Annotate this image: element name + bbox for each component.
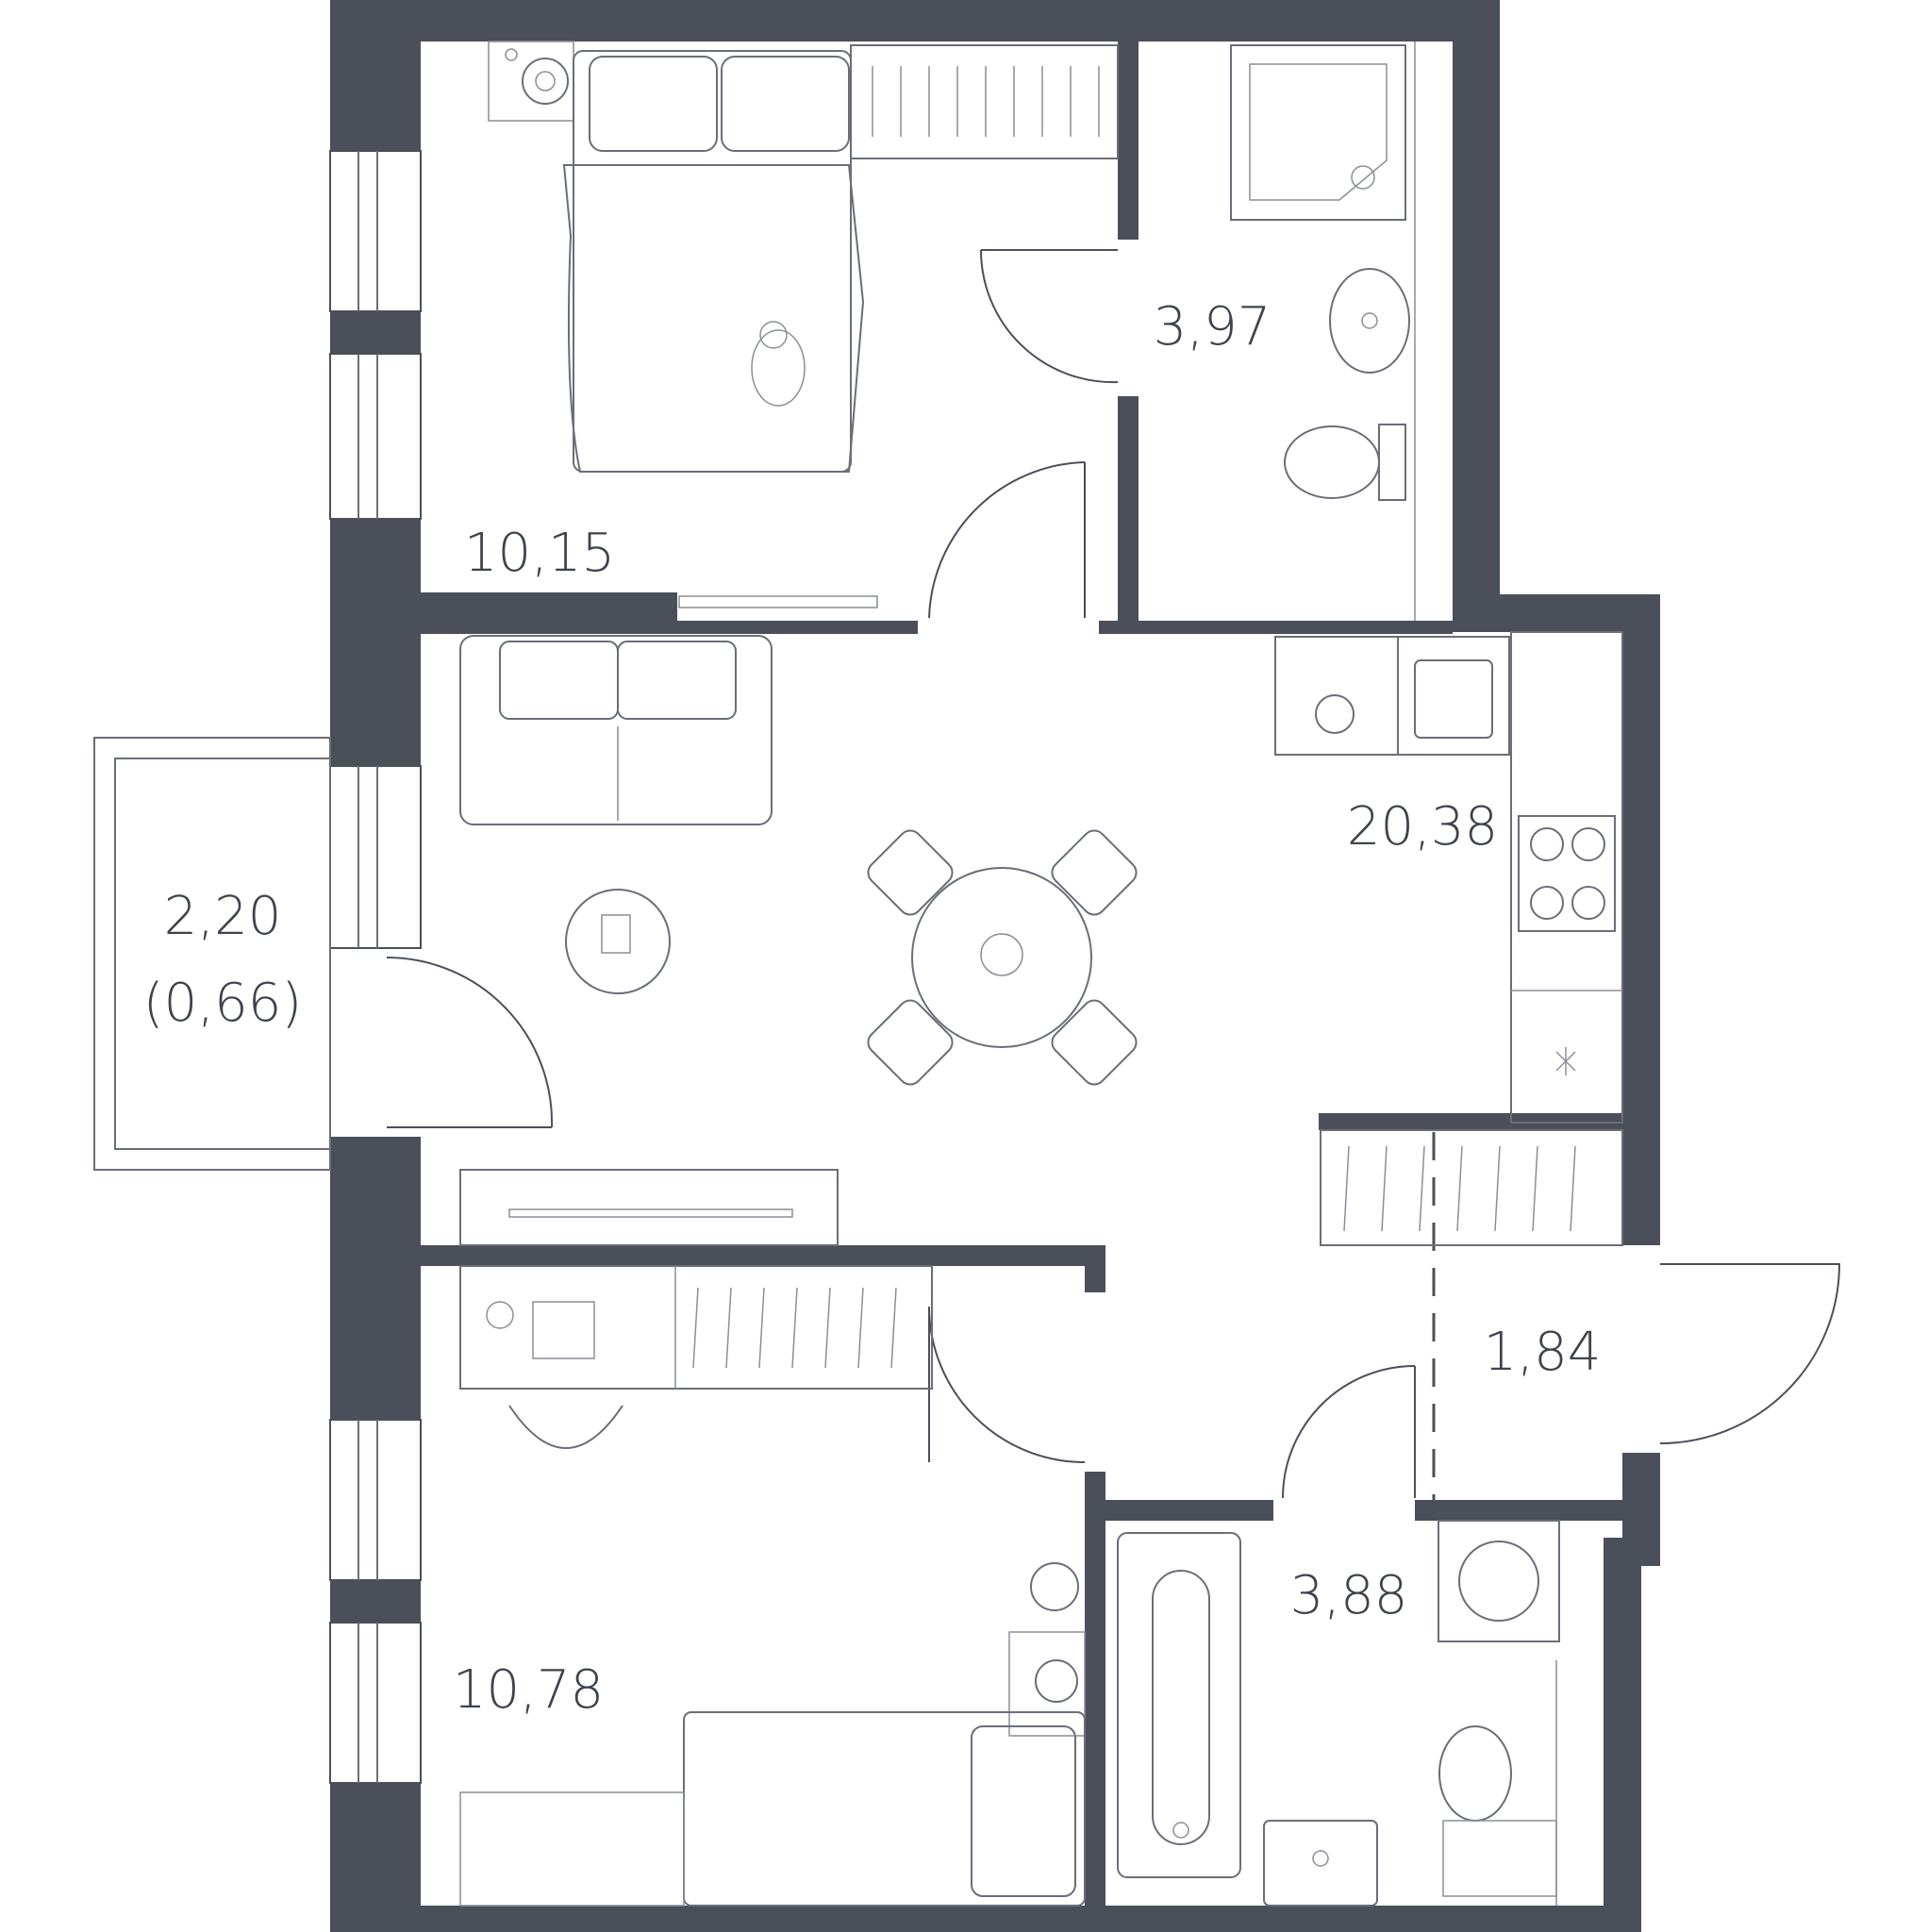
sink-icon bbox=[1329, 268, 1410, 374]
chair-icon bbox=[867, 999, 954, 1086]
bed-icon bbox=[683, 1711, 1086, 1907]
chair-icon bbox=[508, 1405, 623, 1449]
windows bbox=[329, 150, 422, 1784]
bedroom-top-area: 10,15 bbox=[464, 523, 615, 584]
bathroom-top-area: 3,97 bbox=[1154, 296, 1271, 358]
laptop-icon bbox=[532, 1301, 595, 1359]
balcony-area: 2,20 bbox=[164, 886, 282, 947]
sink-icon bbox=[1414, 659, 1493, 739]
stove-icon bbox=[1518, 815, 1616, 932]
fridge-icon bbox=[1555, 1047, 1576, 1075]
hallway-area: 1,84 bbox=[1484, 1322, 1602, 1383]
coffee-table-icon bbox=[565, 889, 671, 994]
bathroom-top-furniture bbox=[1230, 42, 1416, 621]
washing-machine-icon bbox=[1438, 1520, 1560, 1642]
bathtub-icon bbox=[1117, 1532, 1241, 1878]
bedroom-top-furniture bbox=[488, 41, 1119, 608]
lamp-icon bbox=[522, 58, 569, 105]
lamp-icon bbox=[486, 1301, 514, 1329]
faucet-icon bbox=[1315, 694, 1355, 734]
area-labels: 10,15 3,97 20,38 2,20 (0,66) 1,84 3,88 1… bbox=[143, 296, 1602, 1721]
pillow-icon bbox=[589, 56, 718, 152]
bathroom-bottom-area: 3,88 bbox=[1290, 1565, 1408, 1626]
pillow-icon bbox=[721, 56, 850, 152]
chair-icon bbox=[867, 829, 954, 916]
shower-icon bbox=[1230, 44, 1406, 221]
walls bbox=[330, 0, 1660, 1932]
lamp-icon bbox=[1035, 1659, 1078, 1703]
cat-icon bbox=[751, 329, 806, 407]
chair-icon bbox=[1051, 999, 1138, 1086]
balcony-area-reduced: (0,66) bbox=[143, 973, 302, 1034]
toilet-icon bbox=[1438, 1725, 1512, 1822]
dining-table-icon bbox=[911, 867, 1092, 1048]
pillow-icon bbox=[971, 1725, 1076, 1897]
sofa-icon bbox=[459, 635, 773, 825]
bathroom-bottom-furniture bbox=[1117, 1520, 1560, 1907]
bedroom-bottom-area: 10,78 bbox=[453, 1659, 604, 1721]
doors bbox=[386, 249, 1841, 1500]
bedroom-bottom-furniture bbox=[459, 1265, 1086, 1907]
sink-icon bbox=[1263, 1820, 1378, 1907]
toilet-icon bbox=[1284, 425, 1380, 499]
ball-icon bbox=[1030, 1562, 1079, 1611]
living-kitchen-area: 20,38 bbox=[1347, 796, 1498, 858]
living-kitchen-furniture bbox=[459, 631, 1623, 1246]
desk-icon bbox=[459, 1265, 933, 1390]
chair-icon bbox=[1051, 829, 1138, 916]
balcony bbox=[93, 737, 331, 1171]
